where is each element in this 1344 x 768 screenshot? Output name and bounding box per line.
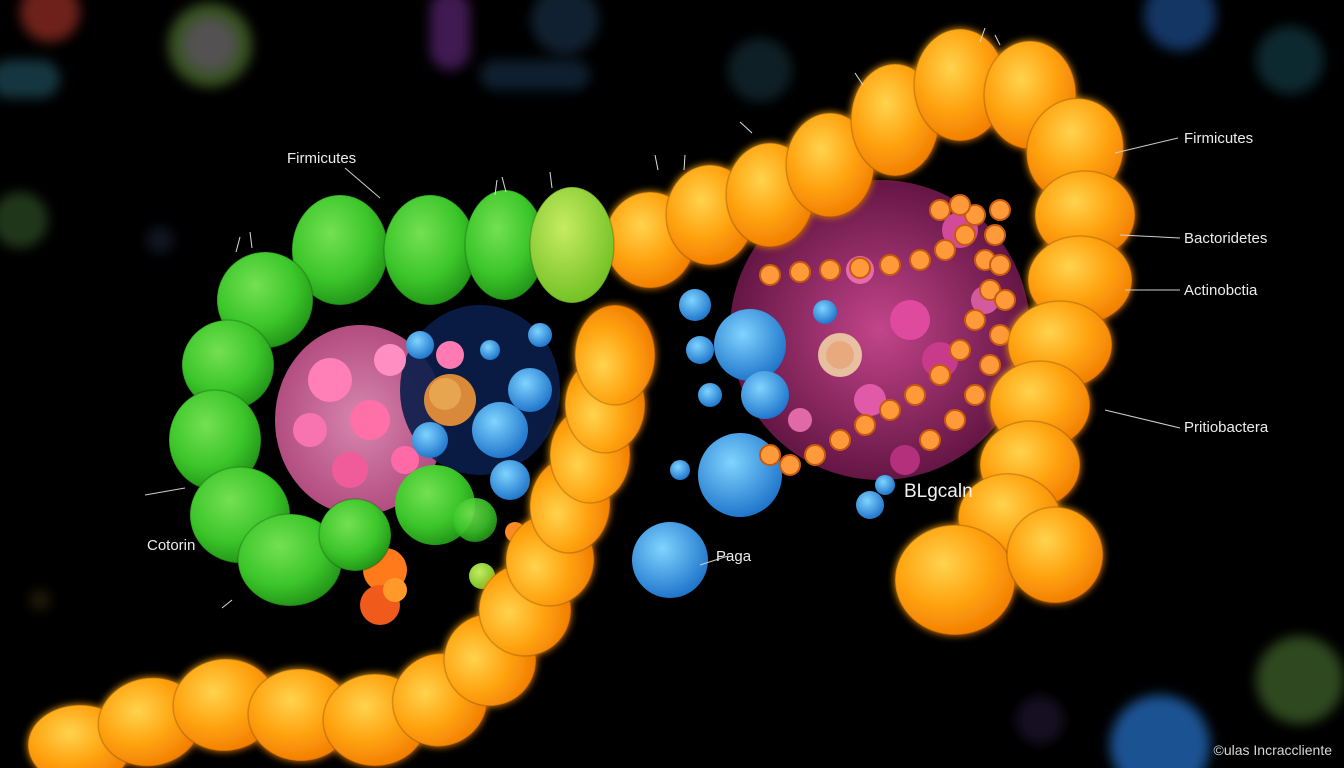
chain-bead xyxy=(879,399,901,421)
chain-bead xyxy=(964,309,986,331)
chain-bead xyxy=(989,324,1011,346)
chain-bead xyxy=(979,354,1001,376)
chain-bead xyxy=(949,339,971,361)
tube-cilia xyxy=(221,27,1001,609)
chain-bead xyxy=(919,429,941,451)
green-segment xyxy=(383,194,477,306)
chain-bead xyxy=(789,261,811,283)
chain-bead xyxy=(854,414,876,436)
chain-bead xyxy=(759,444,781,466)
image-credit: ©ulas Incraccliente xyxy=(1213,742,1332,758)
chain-bead xyxy=(759,264,781,286)
green-segment xyxy=(318,498,392,572)
inner-cell-clusters xyxy=(275,180,1030,625)
chain-bead xyxy=(944,409,966,431)
chain-bead xyxy=(994,289,1016,311)
chain-bead xyxy=(819,259,841,281)
chain-bead xyxy=(949,194,971,216)
chain-bead xyxy=(964,384,986,406)
chain-bead xyxy=(929,199,951,221)
label-colon: Cotorin xyxy=(147,537,196,554)
chain-bead xyxy=(879,254,901,276)
chain-bead xyxy=(989,199,1011,221)
orange-segment xyxy=(1006,506,1104,604)
label-proteobacteria: Pritiobactera xyxy=(1184,419,1269,436)
chain-bead xyxy=(904,384,926,406)
chain-bead xyxy=(909,249,931,271)
label-leader-lines xyxy=(144,137,1181,566)
chain-bead xyxy=(804,444,826,466)
chain-bead xyxy=(979,279,1001,301)
label-bacteroidetes: Bactoridetes xyxy=(1184,230,1268,247)
streptococcus-chain xyxy=(759,194,1016,476)
green-intestine-tube xyxy=(168,186,615,607)
label-phage: Paga xyxy=(716,548,752,565)
chain-bead xyxy=(929,364,951,386)
label-firmicutes-right: Firmicutes xyxy=(1184,130,1254,147)
chain-bead xyxy=(954,224,976,246)
chain-bead xyxy=(984,224,1006,246)
chain-bead xyxy=(849,257,871,279)
chain-bead xyxy=(989,254,1011,276)
label-biofilm: BLgcaln xyxy=(904,481,973,502)
orange-segment xyxy=(574,304,656,406)
chain-bead xyxy=(779,454,801,476)
chain-bead xyxy=(829,429,851,451)
chain-bead xyxy=(964,204,986,226)
orange-intestine-tube xyxy=(27,28,1136,768)
label-firmicutes-left: Firmicutes xyxy=(287,150,357,167)
green-segment xyxy=(529,186,615,304)
chain-bead xyxy=(934,239,956,261)
label-actinobacteria: Actinobctia xyxy=(1184,282,1258,299)
orange-segment xyxy=(894,524,1016,636)
